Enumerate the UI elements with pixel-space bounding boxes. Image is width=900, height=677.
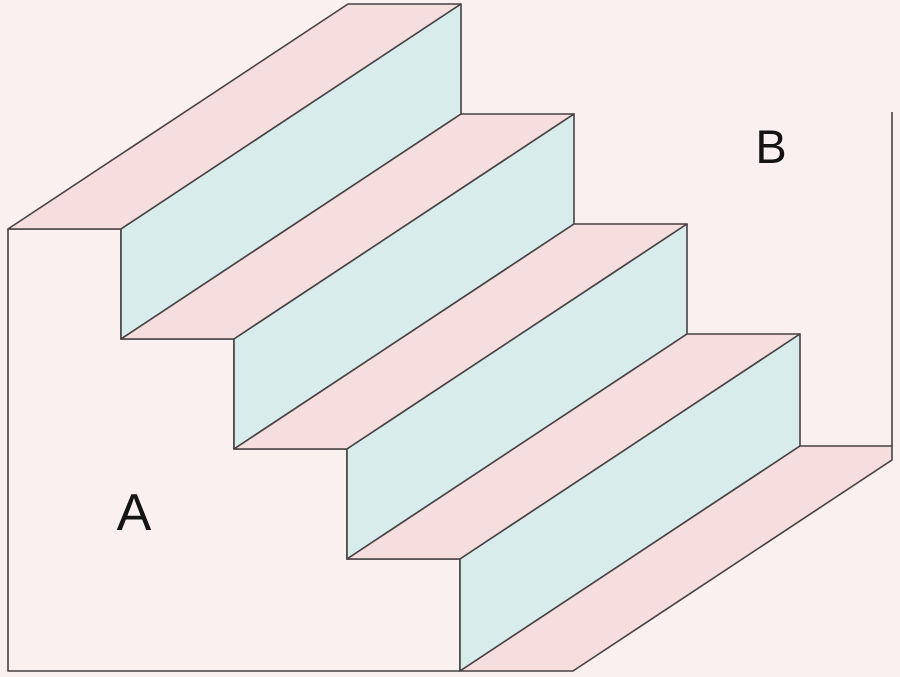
label-b: B bbox=[755, 120, 786, 173]
bottom-tread bbox=[459, 445, 893, 672]
label-a: A bbox=[117, 484, 152, 542]
